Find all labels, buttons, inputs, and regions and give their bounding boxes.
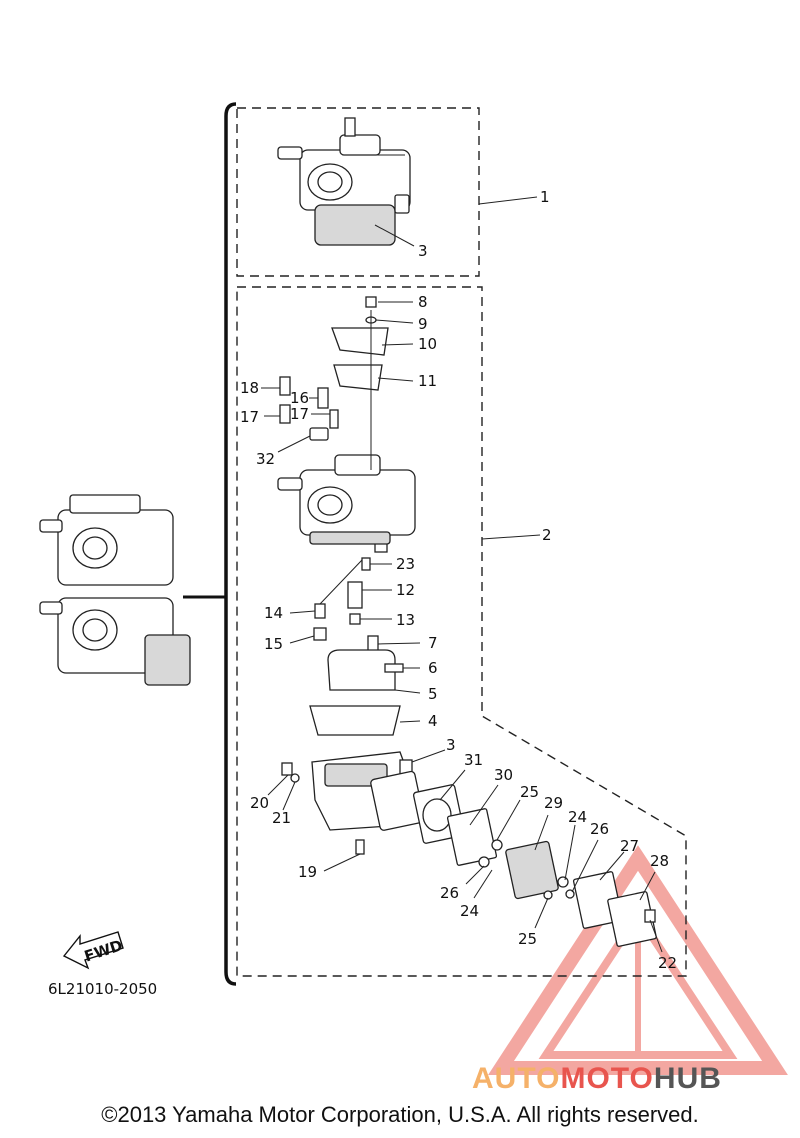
callout-6: 6	[428, 659, 438, 677]
callout-3b: 3	[446, 736, 456, 754]
callout-1: 1	[540, 188, 550, 206]
callout-12: 12	[396, 581, 415, 599]
callout-26b: 26	[440, 884, 459, 902]
callout-27: 27	[620, 837, 639, 855]
callout-14: 14	[264, 604, 283, 622]
carburetor-assembly-top	[277, 117, 411, 246]
callout-29: 29	[544, 794, 563, 812]
callout-30: 30	[494, 766, 513, 784]
callout-26a: 26	[590, 820, 609, 838]
watermark-text: AUTOMOTOHUB	[472, 1062, 722, 1095]
callout-7: 7	[428, 634, 438, 652]
callout-4: 4	[428, 712, 438, 730]
assembly-bracket	[224, 102, 237, 986]
diaphragm-cover	[331, 296, 389, 391]
float-and-bowl	[309, 649, 425, 831]
copyright-notice: ©2013 Yamaha Motor Corporation, U.S.A. A…	[101, 1102, 699, 1127]
callout-25b: 25	[518, 930, 537, 948]
callout-21: 21	[272, 809, 291, 827]
callout-8: 8	[418, 293, 428, 311]
callout-18: 18	[240, 379, 259, 397]
callout-28: 28	[650, 852, 669, 870]
callout-9: 9	[418, 315, 428, 333]
carburetor-body	[277, 454, 416, 553]
callout-5: 5	[428, 685, 438, 703]
callout-23: 23	[396, 555, 415, 573]
callout-24a: 24	[568, 808, 587, 826]
bowl-screws	[281, 762, 365, 855]
diagram-code: 6L21010-2050	[48, 980, 157, 998]
callout-15: 15	[264, 635, 283, 653]
twin-carburetor-assembly	[39, 494, 191, 686]
forward-arrow-icon	[62, 931, 124, 970]
callout-19: 19	[298, 863, 317, 881]
callout-24b: 24	[460, 902, 479, 920]
callout-22: 22	[658, 954, 677, 972]
callout-10: 10	[418, 335, 437, 353]
assembly-box-2	[236, 286, 687, 977]
callout-17b: 17	[290, 405, 309, 423]
fuel-pump-parts	[412, 784, 657, 947]
callout-11: 11	[418, 372, 437, 390]
jets-and-needle	[313, 557, 379, 653]
callout-32: 32	[256, 450, 275, 468]
assembly-box-1	[236, 107, 480, 277]
callout-25a: 25	[520, 783, 539, 801]
callout-31: 31	[464, 751, 483, 769]
leader-lines	[261, 196, 663, 953]
callout-3a: 3	[418, 242, 428, 260]
callout-16: 16	[290, 389, 309, 407]
adjuster-screws	[279, 376, 339, 441]
callout-20: 20	[250, 794, 269, 812]
callout-17a: 17	[240, 408, 259, 426]
callout-13: 13	[396, 611, 415, 629]
callout-2: 2	[542, 526, 552, 544]
